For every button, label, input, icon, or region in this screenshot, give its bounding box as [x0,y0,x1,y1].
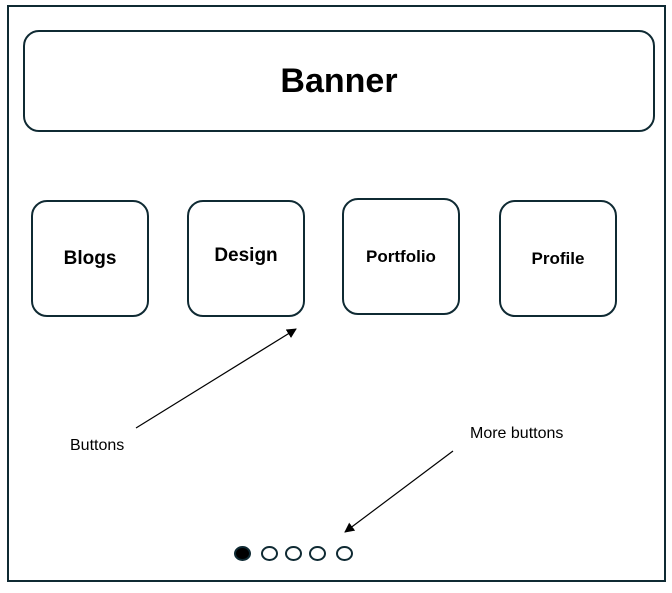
pagination-dot[interactable] [336,546,353,561]
design-button[interactable]: Design [187,200,305,317]
banner: Banner [23,30,655,132]
pagination-dot[interactable] [261,546,278,561]
blogs-button[interactable]: Blogs [31,200,149,317]
portfolio-button[interactable]: Portfolio [342,198,460,315]
profile-button-label: Profile [531,248,585,268]
wireframe-frame [7,5,666,582]
pagination-dot[interactable] [309,546,326,561]
banner-title: Banner [280,61,398,100]
profile-button[interactable]: Profile [499,200,617,317]
design-button-label: Design [214,245,278,266]
pagination-dot[interactable] [285,546,302,561]
blogs-button-label: Blogs [63,247,117,269]
pagination-dot[interactable] [234,546,251,561]
portfolio-button-label: Portfolio [366,246,436,266]
buttons-annotation: Buttons [70,437,125,454]
more-buttons-annotation: More buttons [470,425,564,442]
